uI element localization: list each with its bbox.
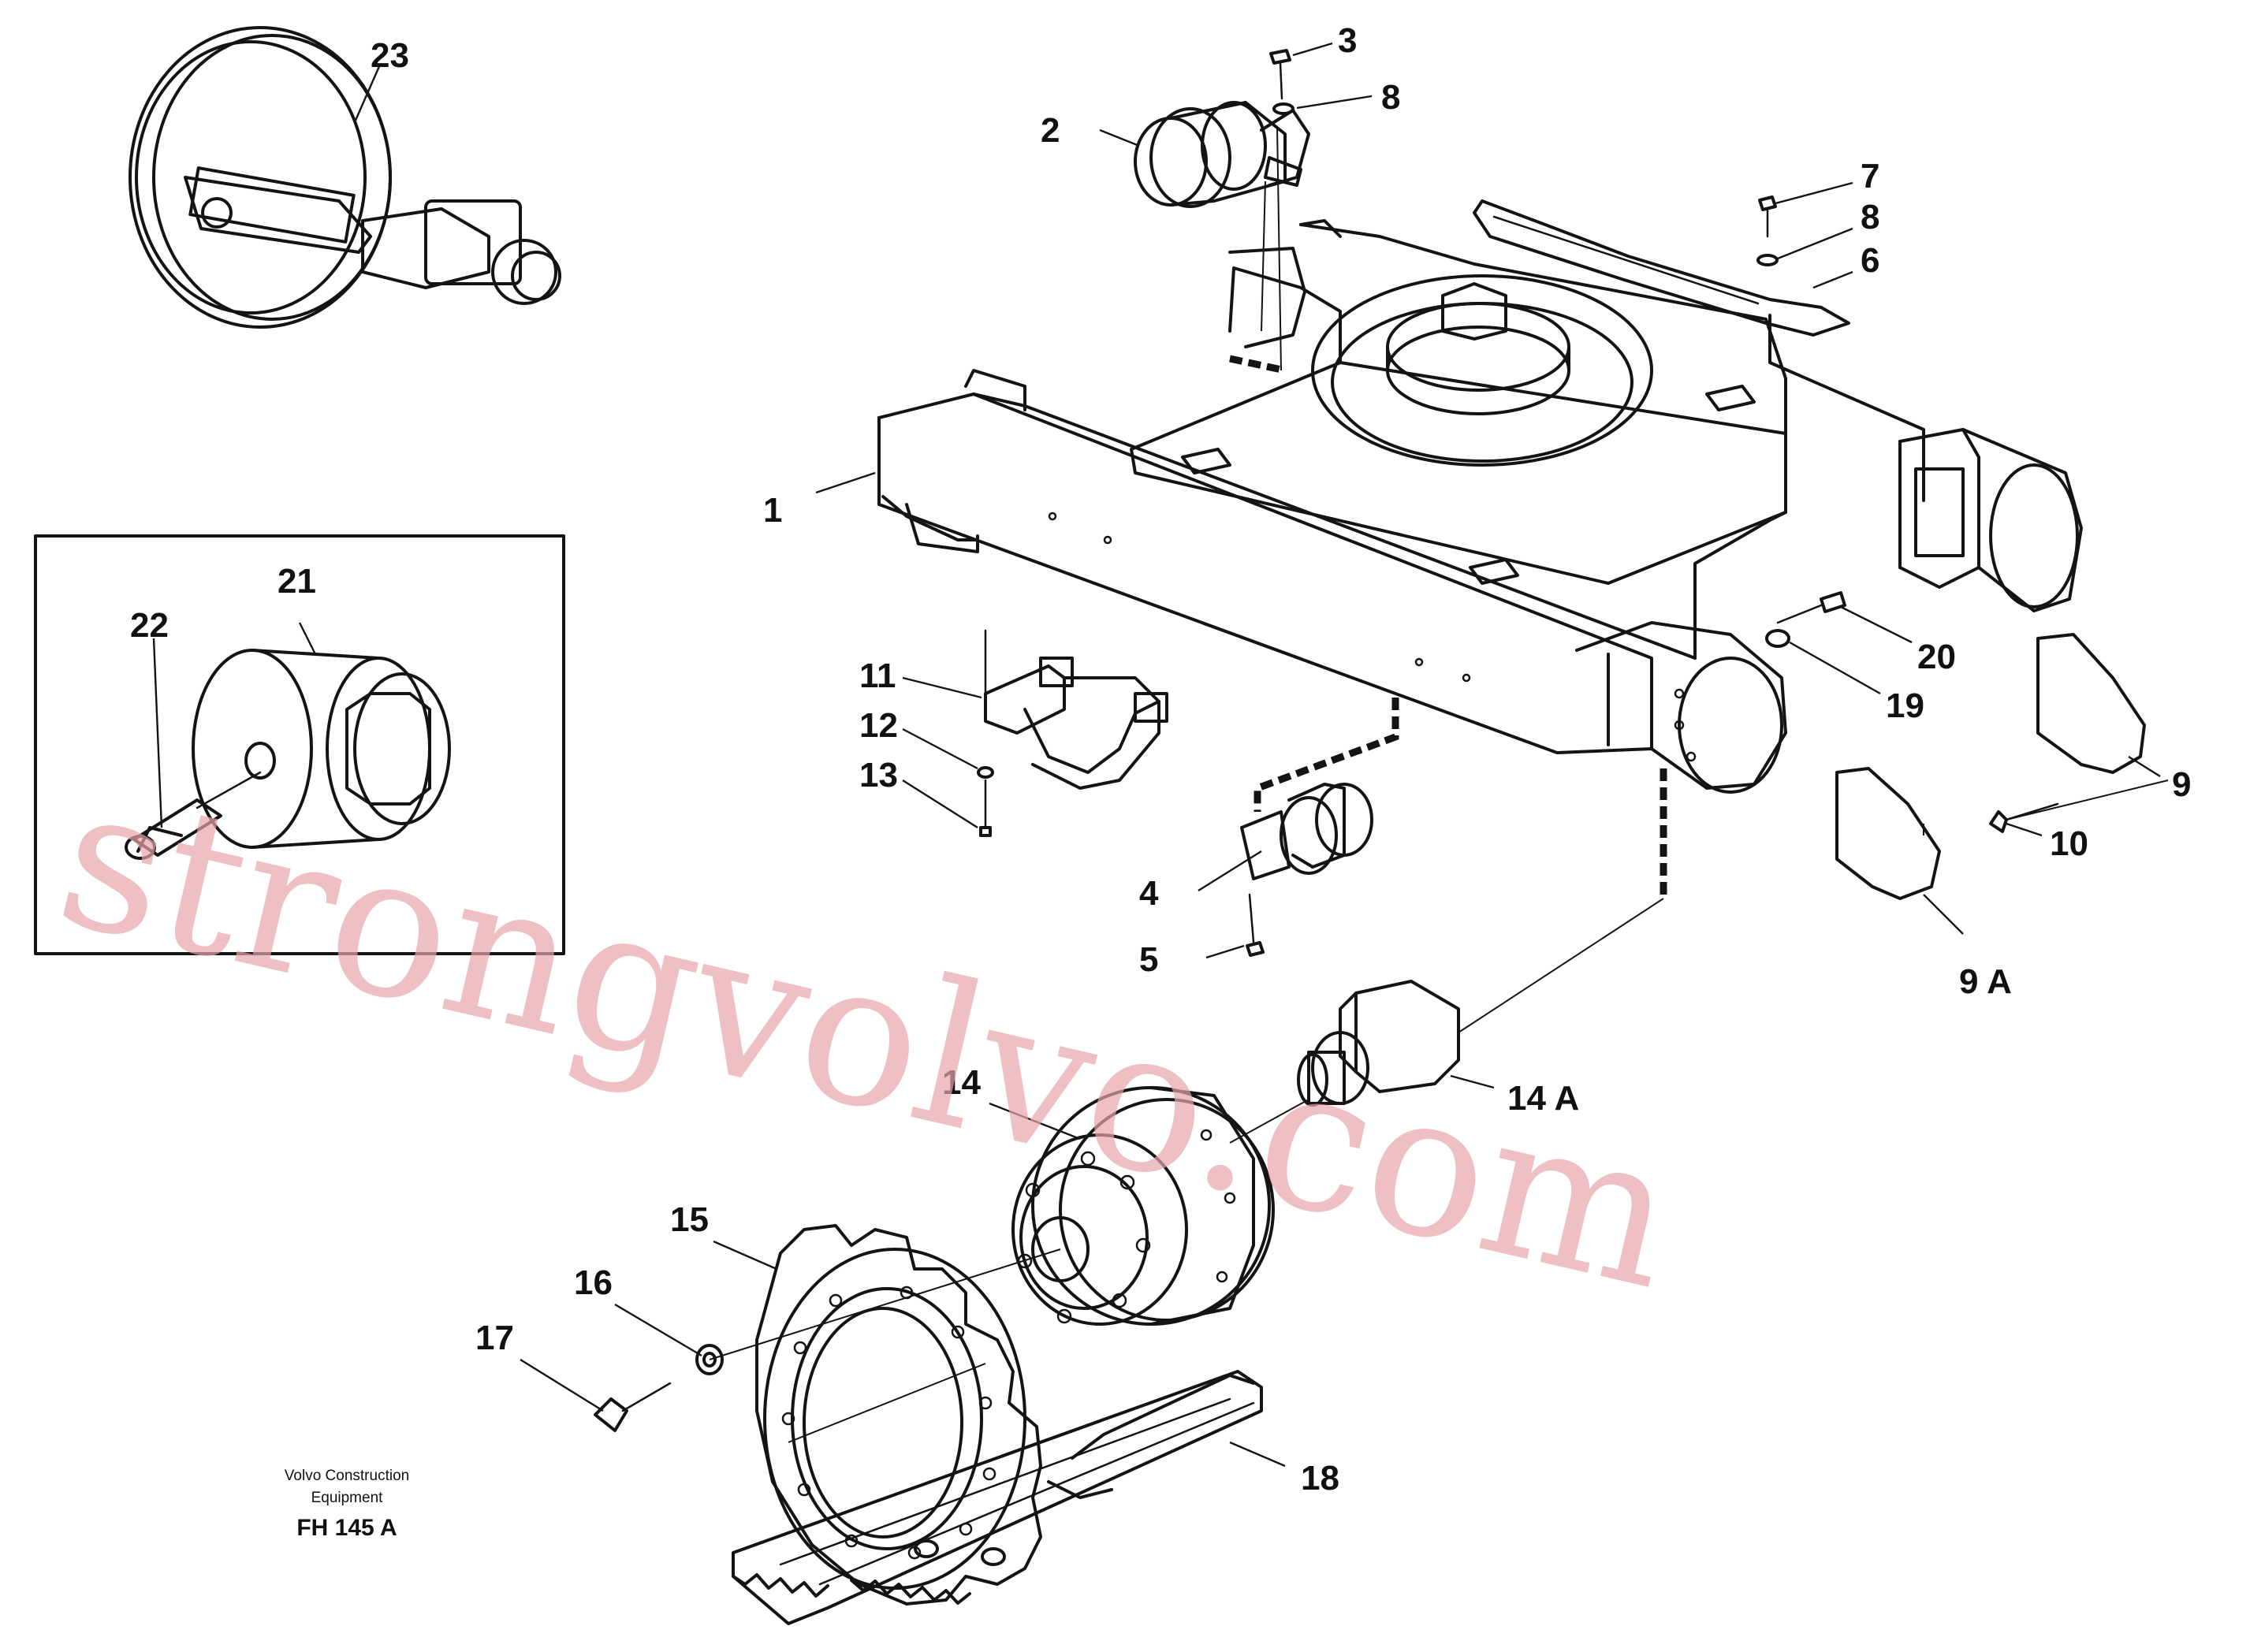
callout-11: 11	[859, 657, 896, 695]
sprocket-illustration	[755, 1224, 1042, 1605]
final-drive-illustration	[1011, 1086, 1275, 1326]
callout-3: 3	[1338, 21, 1357, 60]
callout-19: 19	[1886, 686, 1924, 725]
callout-21: 21	[278, 562, 316, 601]
callout-22: 22	[130, 606, 169, 645]
bearing-cap-illustration	[977, 629, 1168, 837]
callout-1: 1	[763, 491, 782, 530]
guard-plate-top	[1473, 195, 1850, 337]
track-roller-illustration	[1240, 783, 1373, 957]
callout-2: 2	[1041, 111, 1060, 150]
caption-code: FH 145 A	[296, 1515, 397, 1541]
callout-4: 4	[1139, 874, 1159, 913]
caption-line-1: Volvo Construction	[285, 1468, 409, 1484]
track-frame-illustration	[877, 219, 2083, 794]
assembly-axes	[709, 125, 2169, 1443]
callout-8-top: 8	[1381, 78, 1400, 117]
sprocket-fasteners	[594, 1344, 724, 1432]
caption-line-2: Equipment	[311, 1490, 384, 1506]
callout-9: 9	[2172, 765, 2191, 804]
callout-17: 17	[475, 1319, 514, 1357]
diagram-caption: Volvo Construction Equipment FH 145 A	[285, 1468, 409, 1541]
watermark: strongvolvo.com	[41, 740, 1695, 1334]
callout-9a: 9 A	[1959, 962, 2012, 1001]
callout-18: 18	[1301, 1459, 1339, 1498]
detail-box	[34, 534, 565, 955]
callout-6: 6	[1861, 241, 1879, 280]
callout-5: 5	[1139, 940, 1158, 979]
callout-12: 12	[859, 706, 898, 745]
callout-8-right: 8	[1861, 198, 1879, 236]
callout-14a: 14 A	[1507, 1079, 1579, 1118]
callout-13: 13	[859, 756, 898, 794]
callout-10: 10	[2050, 824, 2088, 863]
callouts: 23 3 8 2 7 8 6 1 21 22 20 19 11 12 13 9 …	[130, 21, 2191, 1498]
dashed-guides	[1229, 355, 1667, 899]
callout-23: 23	[371, 36, 409, 75]
top-roller-illustration	[1134, 101, 1310, 208]
callout-7: 7	[1861, 157, 1879, 195]
side-plates-illustration	[1835, 633, 2146, 900]
bolt-washer-front	[1765, 591, 1846, 648]
callout-15: 15	[670, 1200, 709, 1239]
leader-lines	[152, 42, 2161, 1468]
callout-16: 16	[574, 1263, 613, 1302]
bolt-washer-top	[1269, 49, 1294, 115]
callout-14: 14	[942, 1063, 981, 1102]
callout-20: 20	[1917, 638, 1956, 676]
idler-wheel-illustration	[129, 26, 561, 329]
track-chain-illustration	[732, 1370, 1263, 1625]
motor-adapter-illustration	[1297, 980, 1460, 1107]
